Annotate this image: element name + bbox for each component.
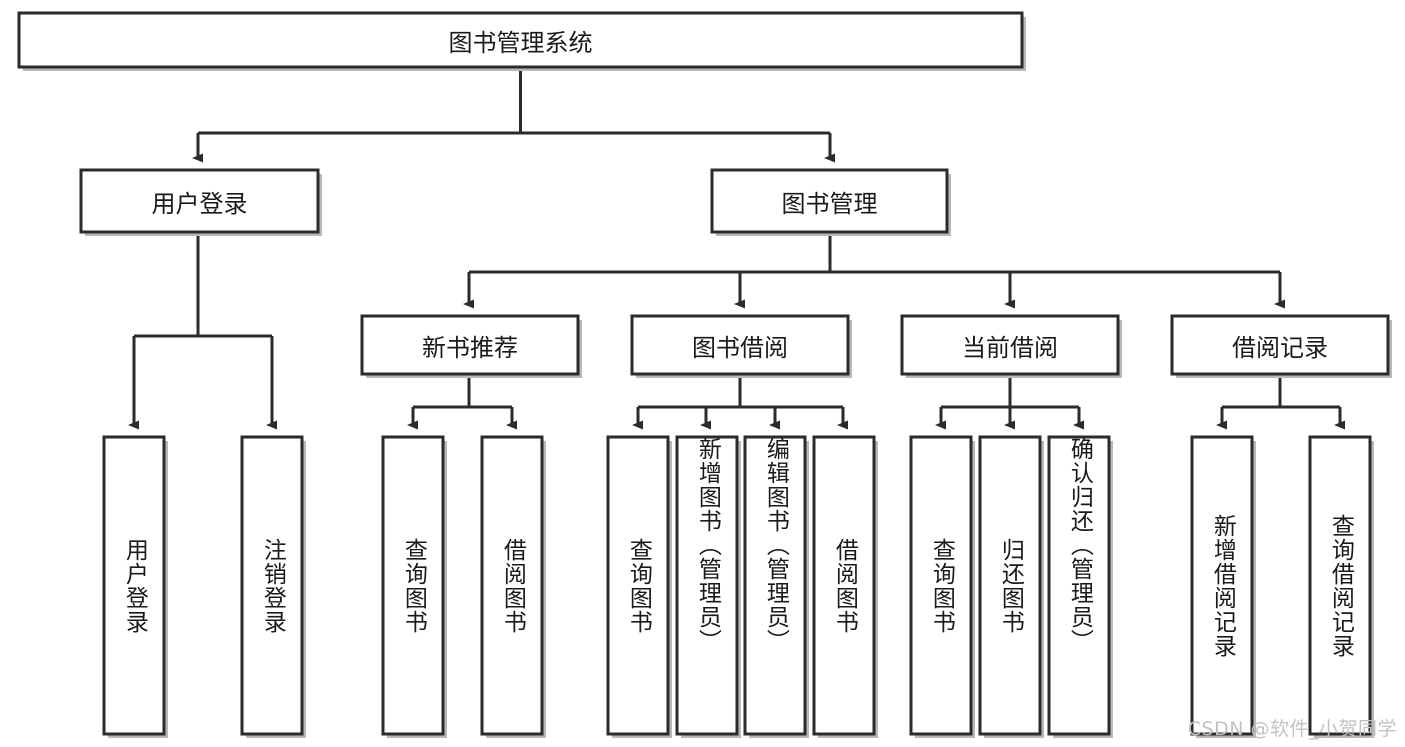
node-box-leaf-logout-login[interactable] xyxy=(240,435,304,736)
node-box-book-manage[interactable] xyxy=(710,168,949,234)
node-box-leaf-query-book-3[interactable] xyxy=(909,435,973,736)
node-box-user-login[interactable] xyxy=(79,168,320,234)
node-box-leaf-borrow-book-1[interactable] xyxy=(480,435,544,736)
edges-layer xyxy=(128,67,1345,430)
node-box-borrow-record[interactable] xyxy=(1170,314,1390,376)
node-box-leaf-query-book-1[interactable] xyxy=(381,435,445,736)
node-box-book-borrow[interactable] xyxy=(630,314,850,376)
node-box-leaf-add-book[interactable] xyxy=(675,435,739,736)
node-box-leaf-edit-book[interactable] xyxy=(743,435,807,736)
node-box-current-borrow[interactable] xyxy=(900,314,1120,376)
nodes-layer xyxy=(17,11,1392,738)
node-box-leaf-query-record[interactable] xyxy=(1308,435,1372,736)
node-box-leaf-return-book[interactable] xyxy=(978,435,1042,736)
node-box-leaf-confirm-return[interactable] xyxy=(1047,435,1111,736)
node-box-leaf-user-login[interactable] xyxy=(102,435,166,736)
node-box-leaf-query-book-2[interactable] xyxy=(606,435,670,736)
node-box-new-book-rec[interactable] xyxy=(360,314,580,376)
node-box-leaf-add-record[interactable] xyxy=(1190,435,1254,736)
node-box-leaf-borrow-book-2[interactable] xyxy=(812,435,876,736)
node-box-root[interactable] xyxy=(17,11,1024,69)
